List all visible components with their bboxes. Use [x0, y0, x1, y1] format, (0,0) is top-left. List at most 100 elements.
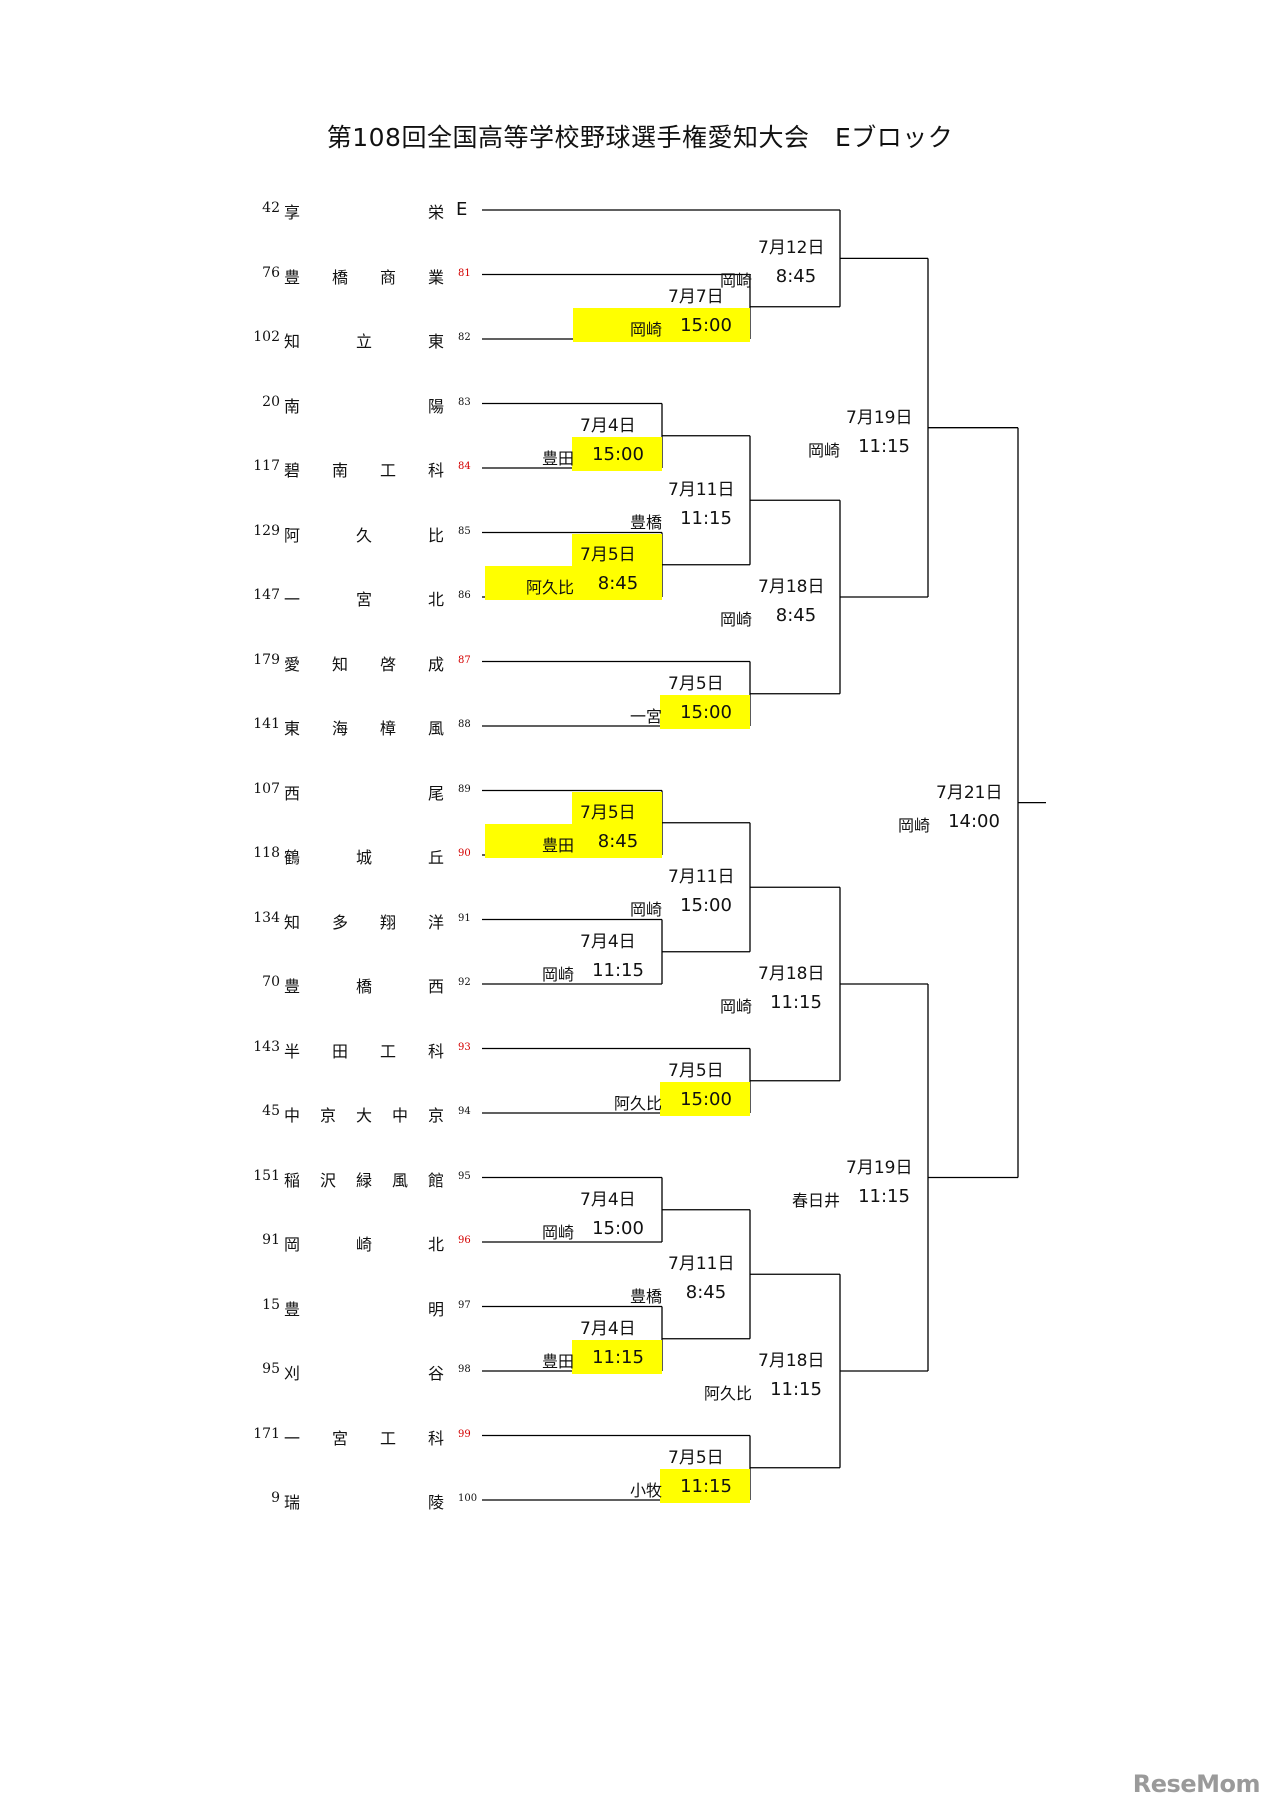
game-venue: 一宮 [629, 706, 662, 726]
team-seed: 15 [262, 1296, 280, 1313]
team-name-char: 成 [427, 654, 445, 674]
game-number: 89 [458, 783, 471, 795]
team-seed: 129 [253, 522, 280, 539]
game-time: 11:15 [592, 959, 644, 981]
team-name-char: 丘 [427, 848, 445, 867]
game-venue: 岡崎 [719, 610, 752, 629]
team-name-char: 風 [427, 719, 445, 738]
game-number: 84 [458, 461, 471, 472]
game-time: 8:45 [597, 572, 639, 594]
team-name-char: 陵 [427, 1493, 445, 1512]
game-venue: 春日井 [791, 1190, 840, 1210]
team-seed: 147 [253, 587, 280, 603]
team-name-char: 西 [283, 783, 301, 803]
time-highlight [660, 694, 750, 729]
game-time: 8:45 [775, 605, 817, 626]
team-name-char: 館 [427, 1170, 445, 1190]
team-seed: 141 [253, 716, 280, 732]
page-title: 第108回全国高等学校野球選手権愛知大会 Eブロック [326, 123, 954, 152]
team-name-char: 一 [283, 1428, 301, 1448]
game-time: 15:00 [680, 895, 732, 917]
game-venue: 岡崎 [719, 997, 752, 1016]
game-date: 7月5日 [668, 1060, 724, 1081]
game-time: 11:15 [858, 435, 910, 457]
team-name-char: 多 [331, 912, 349, 932]
team-seed: 95 [262, 1361, 280, 1377]
team-name-char: 豊 [283, 977, 301, 996]
game-venue: 岡崎 [629, 319, 662, 339]
team-name-char: 工 [379, 1428, 397, 1448]
team-name-char: 中 [391, 1106, 409, 1125]
game-number: 87 [458, 654, 471, 666]
game-date: 7月11日 [668, 480, 735, 501]
game-venue: 岡崎 [719, 271, 752, 291]
date-highlight [572, 791, 662, 825]
game-venue: 岡崎 [629, 900, 662, 920]
team-name-char: 享 [283, 203, 301, 222]
team-seed: 76 [262, 264, 280, 281]
game-venue: 阿久比 [703, 1384, 752, 1403]
game-date: 7月4日 [580, 931, 636, 952]
team-name-char: 知 [331, 654, 349, 674]
game-number: 86 [458, 590, 471, 601]
team-seed: 9 [271, 1490, 280, 1506]
time-highlight [572, 823, 662, 858]
game-number: 88 [458, 719, 471, 730]
time-highlight [660, 1468, 750, 1503]
team-seed: 171 [253, 1425, 280, 1442]
game-date: 7月18日 [758, 1351, 825, 1371]
team-name-char: 科 [427, 1041, 445, 1061]
team-name-char: 橋 [355, 977, 373, 996]
team-name-char: 岡 [283, 1235, 301, 1254]
team-seed: 42 [262, 200, 280, 216]
game-number: 93 [458, 1041, 471, 1053]
team-name-char: 南 [283, 396, 301, 416]
team-mark: E [456, 199, 468, 220]
team-name-char: 翔 [379, 912, 397, 932]
game-time: 11:15 [770, 1379, 822, 1400]
team-seed: 143 [253, 1038, 280, 1055]
time-highlight [572, 1339, 662, 1374]
team-name-char: 城 [355, 848, 373, 867]
team-seed: 20 [262, 393, 280, 410]
game-date: 7月18日 [758, 964, 825, 984]
game-date: 7月19日 [846, 407, 913, 428]
game-time: 8:45 [597, 830, 639, 852]
team-seed: 107 [253, 780, 280, 797]
game-venue: 岡崎 [897, 815, 930, 835]
team-name-char: 京 [427, 1106, 445, 1125]
team-name-char: 海 [331, 719, 349, 738]
team-name-char: 愛 [283, 654, 301, 674]
time-highlight [572, 436, 662, 471]
date-highlight [572, 533, 662, 567]
game-time: 15:00 [592, 1217, 644, 1239]
team-name-char: 知 [283, 912, 301, 932]
team-name-char: 科 [427, 461, 445, 480]
game-date: 7月5日 [668, 1447, 724, 1468]
game-time: 8:45 [685, 1282, 727, 1304]
game-date: 7月4日 [580, 1189, 636, 1210]
team-name-char: 宮 [331, 1428, 349, 1448]
team-name-char: 橋 [331, 267, 349, 287]
team-name-char: 業 [427, 267, 445, 287]
game-venue: 豊橋 [629, 513, 662, 533]
game-venue: 豊田 [541, 1351, 574, 1371]
team-name-char: 宮 [355, 590, 373, 609]
team-name-char: 久 [355, 525, 373, 545]
game-time: 11:15 [680, 508, 732, 530]
team-name-char: 沢 [319, 1170, 337, 1190]
game-venue: 岡崎 [541, 1222, 574, 1242]
game-date: 7月5日 [580, 802, 636, 823]
game-number: 95 [458, 1170, 471, 1182]
game-date: 7月4日 [580, 1318, 636, 1339]
team-seed: 70 [262, 974, 280, 990]
team-name-char: 瑞 [283, 1493, 301, 1512]
game-venue: 岡崎 [541, 964, 574, 984]
game-date: 7月4日 [580, 415, 636, 436]
game-time: 11:15 [770, 992, 822, 1013]
game-date: 7月18日 [758, 577, 825, 597]
game-date: 7月12日 [758, 238, 825, 259]
team-name-char: 稲 [283, 1170, 301, 1190]
game-number: 85 [458, 525, 471, 537]
game-venue: 岡崎 [807, 440, 840, 460]
